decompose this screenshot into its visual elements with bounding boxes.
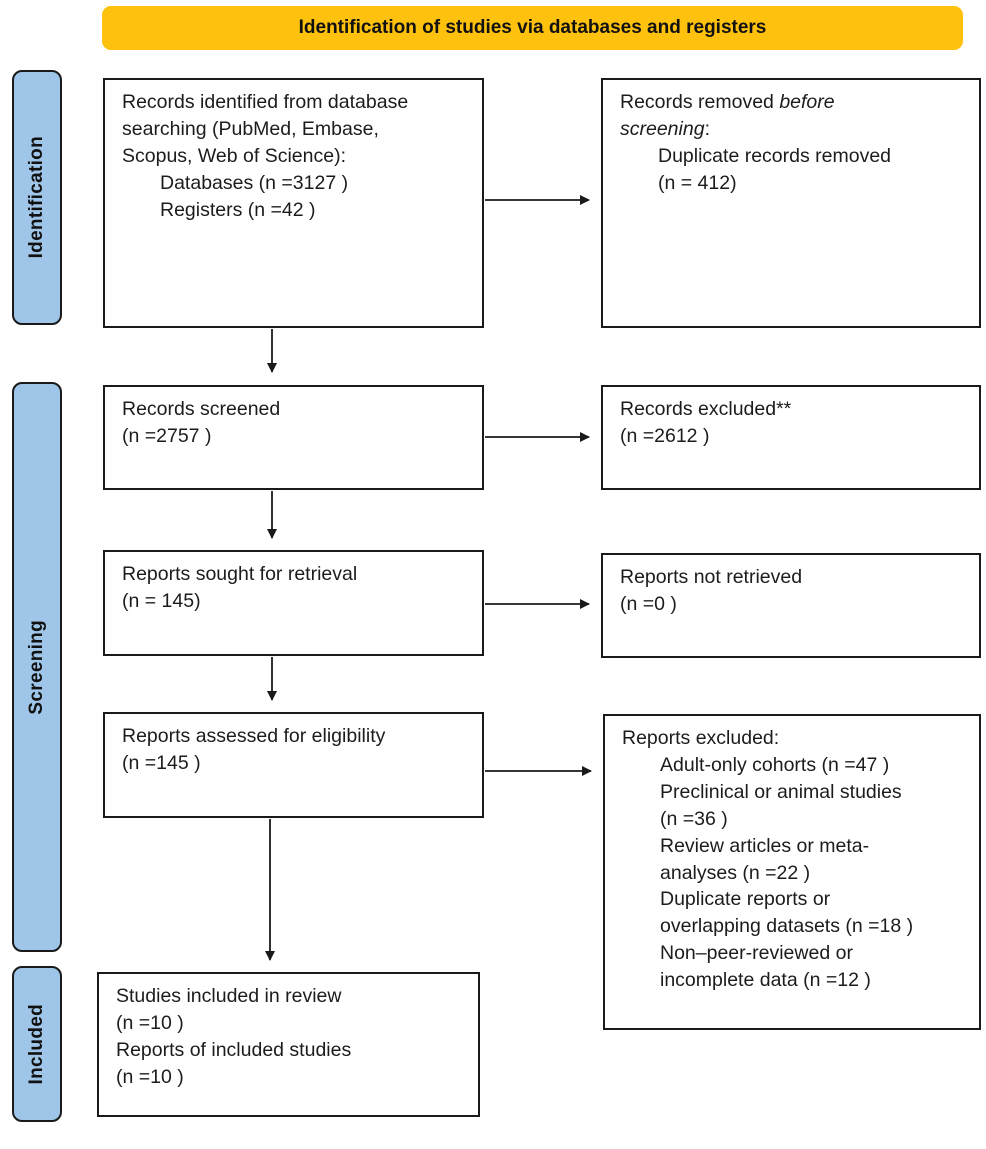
stage-label-identification: Identification: [12, 70, 62, 325]
text-line: (n = 412): [658, 171, 737, 194]
text-line: Preclinical or animal studies: [660, 780, 902, 803]
box-reports-excluded: Reports excluded: Adult-only cohorts (n =…: [603, 714, 981, 1030]
text-line: Reports excluded:: [622, 727, 780, 749]
box-studies-included: Studies included in review (n =10 ) Report…: [97, 972, 480, 1117]
text-line: Records screened: [122, 398, 281, 420]
box-records-removed: Records removed before screening: Duplicat…: [601, 78, 981, 328]
text-line: Databases (n =3127 ): [160, 171, 349, 194]
text-line: Reports of included studies: [116, 1038, 352, 1061]
text-line: (n =145 ): [122, 751, 201, 774]
text-line: overlapping datasets (n =18 ): [660, 915, 914, 938]
box-records-screened: Records screened (n =2757 ): [103, 385, 484, 490]
text-line: incomplete data (n =12 ): [660, 969, 871, 992]
box-reports-not-retrieved: Reports not retrieved (n =0 ): [601, 553, 981, 658]
banner-title-text: Identification of studies via databases …: [298, 17, 767, 38]
text-line: (n =10 ): [116, 1011, 184, 1034]
box-records-identified: Records identified from database searchin…: [103, 78, 484, 328]
text-line: Registers (n =42 ): [160, 198, 316, 221]
text-line: Duplicate reports or: [660, 888, 831, 911]
text-line: (n = 145): [122, 589, 201, 612]
text-line: Duplicate records removed: [658, 144, 892, 167]
stage-label-screening-text: Screening: [26, 619, 47, 715]
text-line: Reports not retrieved: [620, 566, 803, 588]
text-line: (n =10 ): [116, 1065, 184, 1088]
stage-label-included-text: Included: [26, 1003, 47, 1085]
text-line: (n =0 ): [620, 592, 677, 615]
banner-title: Identification of studies via databases …: [102, 6, 963, 50]
text-line: Adult-only cohorts (n =47 ): [660, 753, 890, 776]
stage-label-screening: Screening: [12, 382, 62, 952]
box-records-excluded: Records excluded** (n =2612 ): [601, 385, 981, 490]
text-line: (n =36 ): [660, 807, 728, 830]
text-line: analyses (n =22 ): [660, 861, 811, 884]
text-line: Review articles or meta-: [660, 834, 870, 857]
box-reports-assessed: Reports assessed for eligibility (n =145 …: [103, 712, 484, 818]
stage-label-identification-text: Identification: [26, 136, 47, 259]
text-line: Scopus, Web of Science):: [122, 144, 347, 167]
text-line: screening:: [620, 117, 710, 140]
text-line: Records excluded**: [620, 398, 792, 420]
text-line: Records identified from database: [122, 91, 409, 113]
text-line: Reports assessed for eligibility: [122, 725, 386, 747]
text-line: (n =2612 ): [620, 424, 710, 447]
box-reports-sought: Reports sought for retrieval (n = 145): [103, 550, 484, 656]
text-line: searching (PubMed, Embase,: [122, 117, 379, 140]
stage-label-included: Included: [12, 966, 62, 1122]
text-line: Non–peer-reviewed or: [660, 942, 853, 965]
text-line: (n =2757 ): [122, 424, 212, 447]
text-line: Studies included in review: [116, 985, 342, 1007]
text-line: Reports sought for retrieval: [122, 563, 358, 585]
text-line: Records removed before: [620, 91, 835, 113]
